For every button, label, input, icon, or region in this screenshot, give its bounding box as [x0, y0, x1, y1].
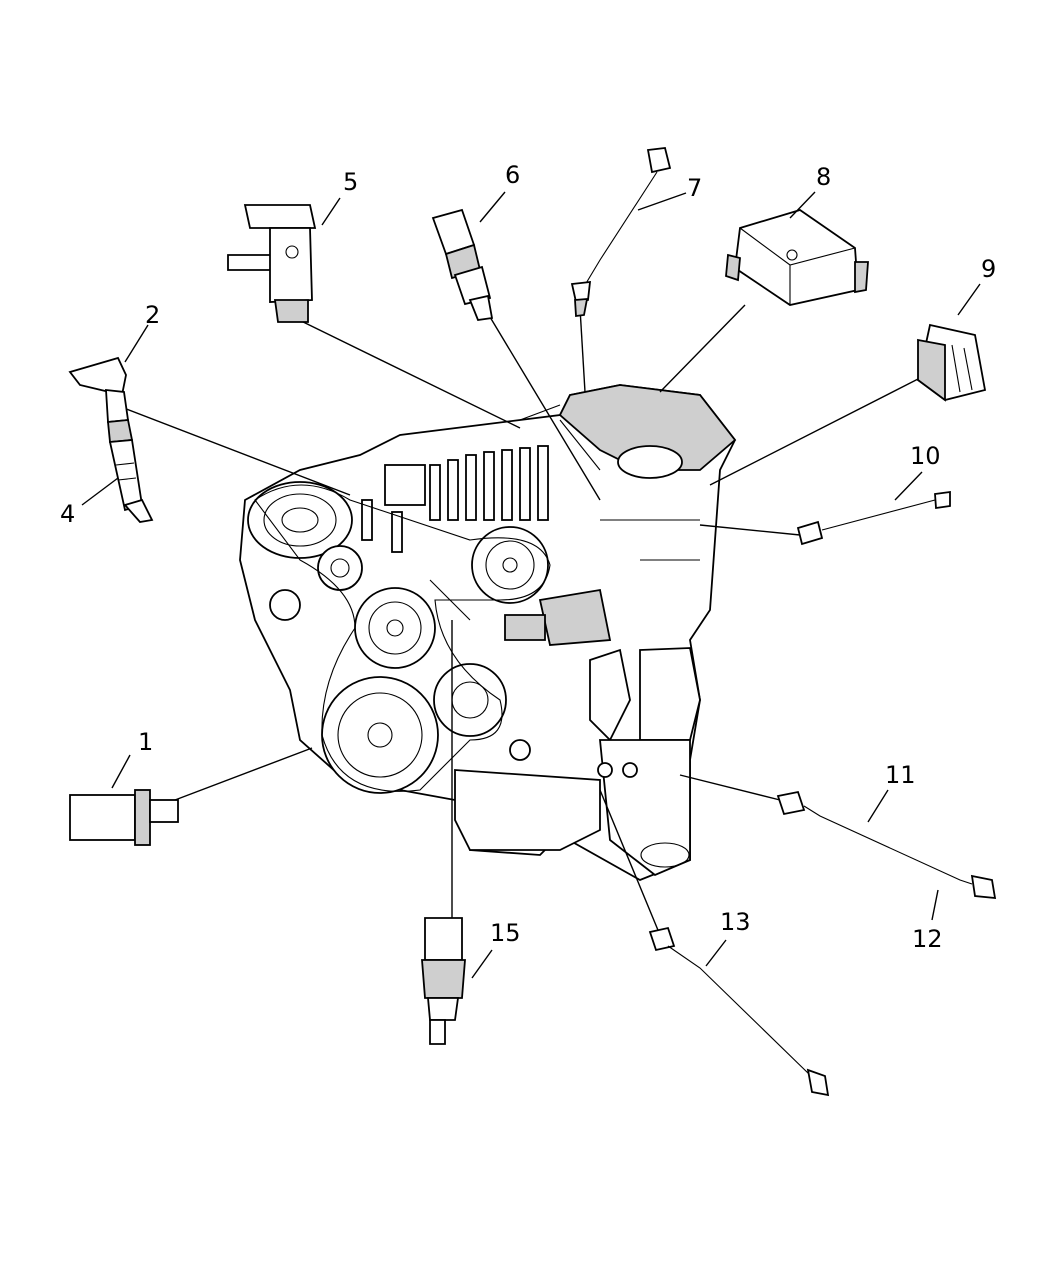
part-11-12-oxygen-sensor — [776, 790, 997, 900]
callout-9: 9 — [981, 255, 996, 283]
exhaust-manifold — [589, 647, 701, 877]
part-10-oxygen-sensor — [796, 490, 951, 546]
part-13-oxygen-sensor — [648, 926, 830, 1097]
callout-13: 13 — [720, 908, 751, 936]
callout-6: 6 — [505, 161, 520, 189]
leader-lines — [107, 304, 921, 936]
callout-labels: 1 2 4 5 6 7 8 9 10 11 12 13 15 — [60, 161, 996, 953]
callout-5: 5 — [343, 168, 358, 196]
pulleys — [269, 526, 549, 794]
part-7-oxygen-sensor — [570, 147, 672, 318]
callout-7: 7 — [687, 174, 702, 202]
callout-1: 1 — [138, 728, 153, 756]
callout-11: 11 — [885, 761, 916, 789]
callout-pointers — [81, 191, 981, 979]
callout-15: 15 — [490, 919, 521, 947]
part-9-sensor — [916, 323, 987, 402]
part-15-sensor — [421, 917, 466, 1045]
engine-assembly — [239, 384, 737, 881]
callout-10: 10 — [910, 442, 941, 470]
part-2-4-coil — [68, 356, 154, 523]
intake-runners — [429, 445, 549, 521]
part-6-sensor — [431, 208, 494, 321]
part-8-module — [725, 209, 869, 306]
callout-12: 12 — [912, 925, 943, 953]
part-5-cam-sensor — [227, 204, 317, 323]
part-1-sensor — [69, 789, 179, 846]
callout-2: 2 — [145, 301, 160, 329]
alternator — [247, 481, 353, 559]
callout-8: 8 — [816, 163, 831, 191]
callout-4: 4 — [60, 500, 75, 528]
